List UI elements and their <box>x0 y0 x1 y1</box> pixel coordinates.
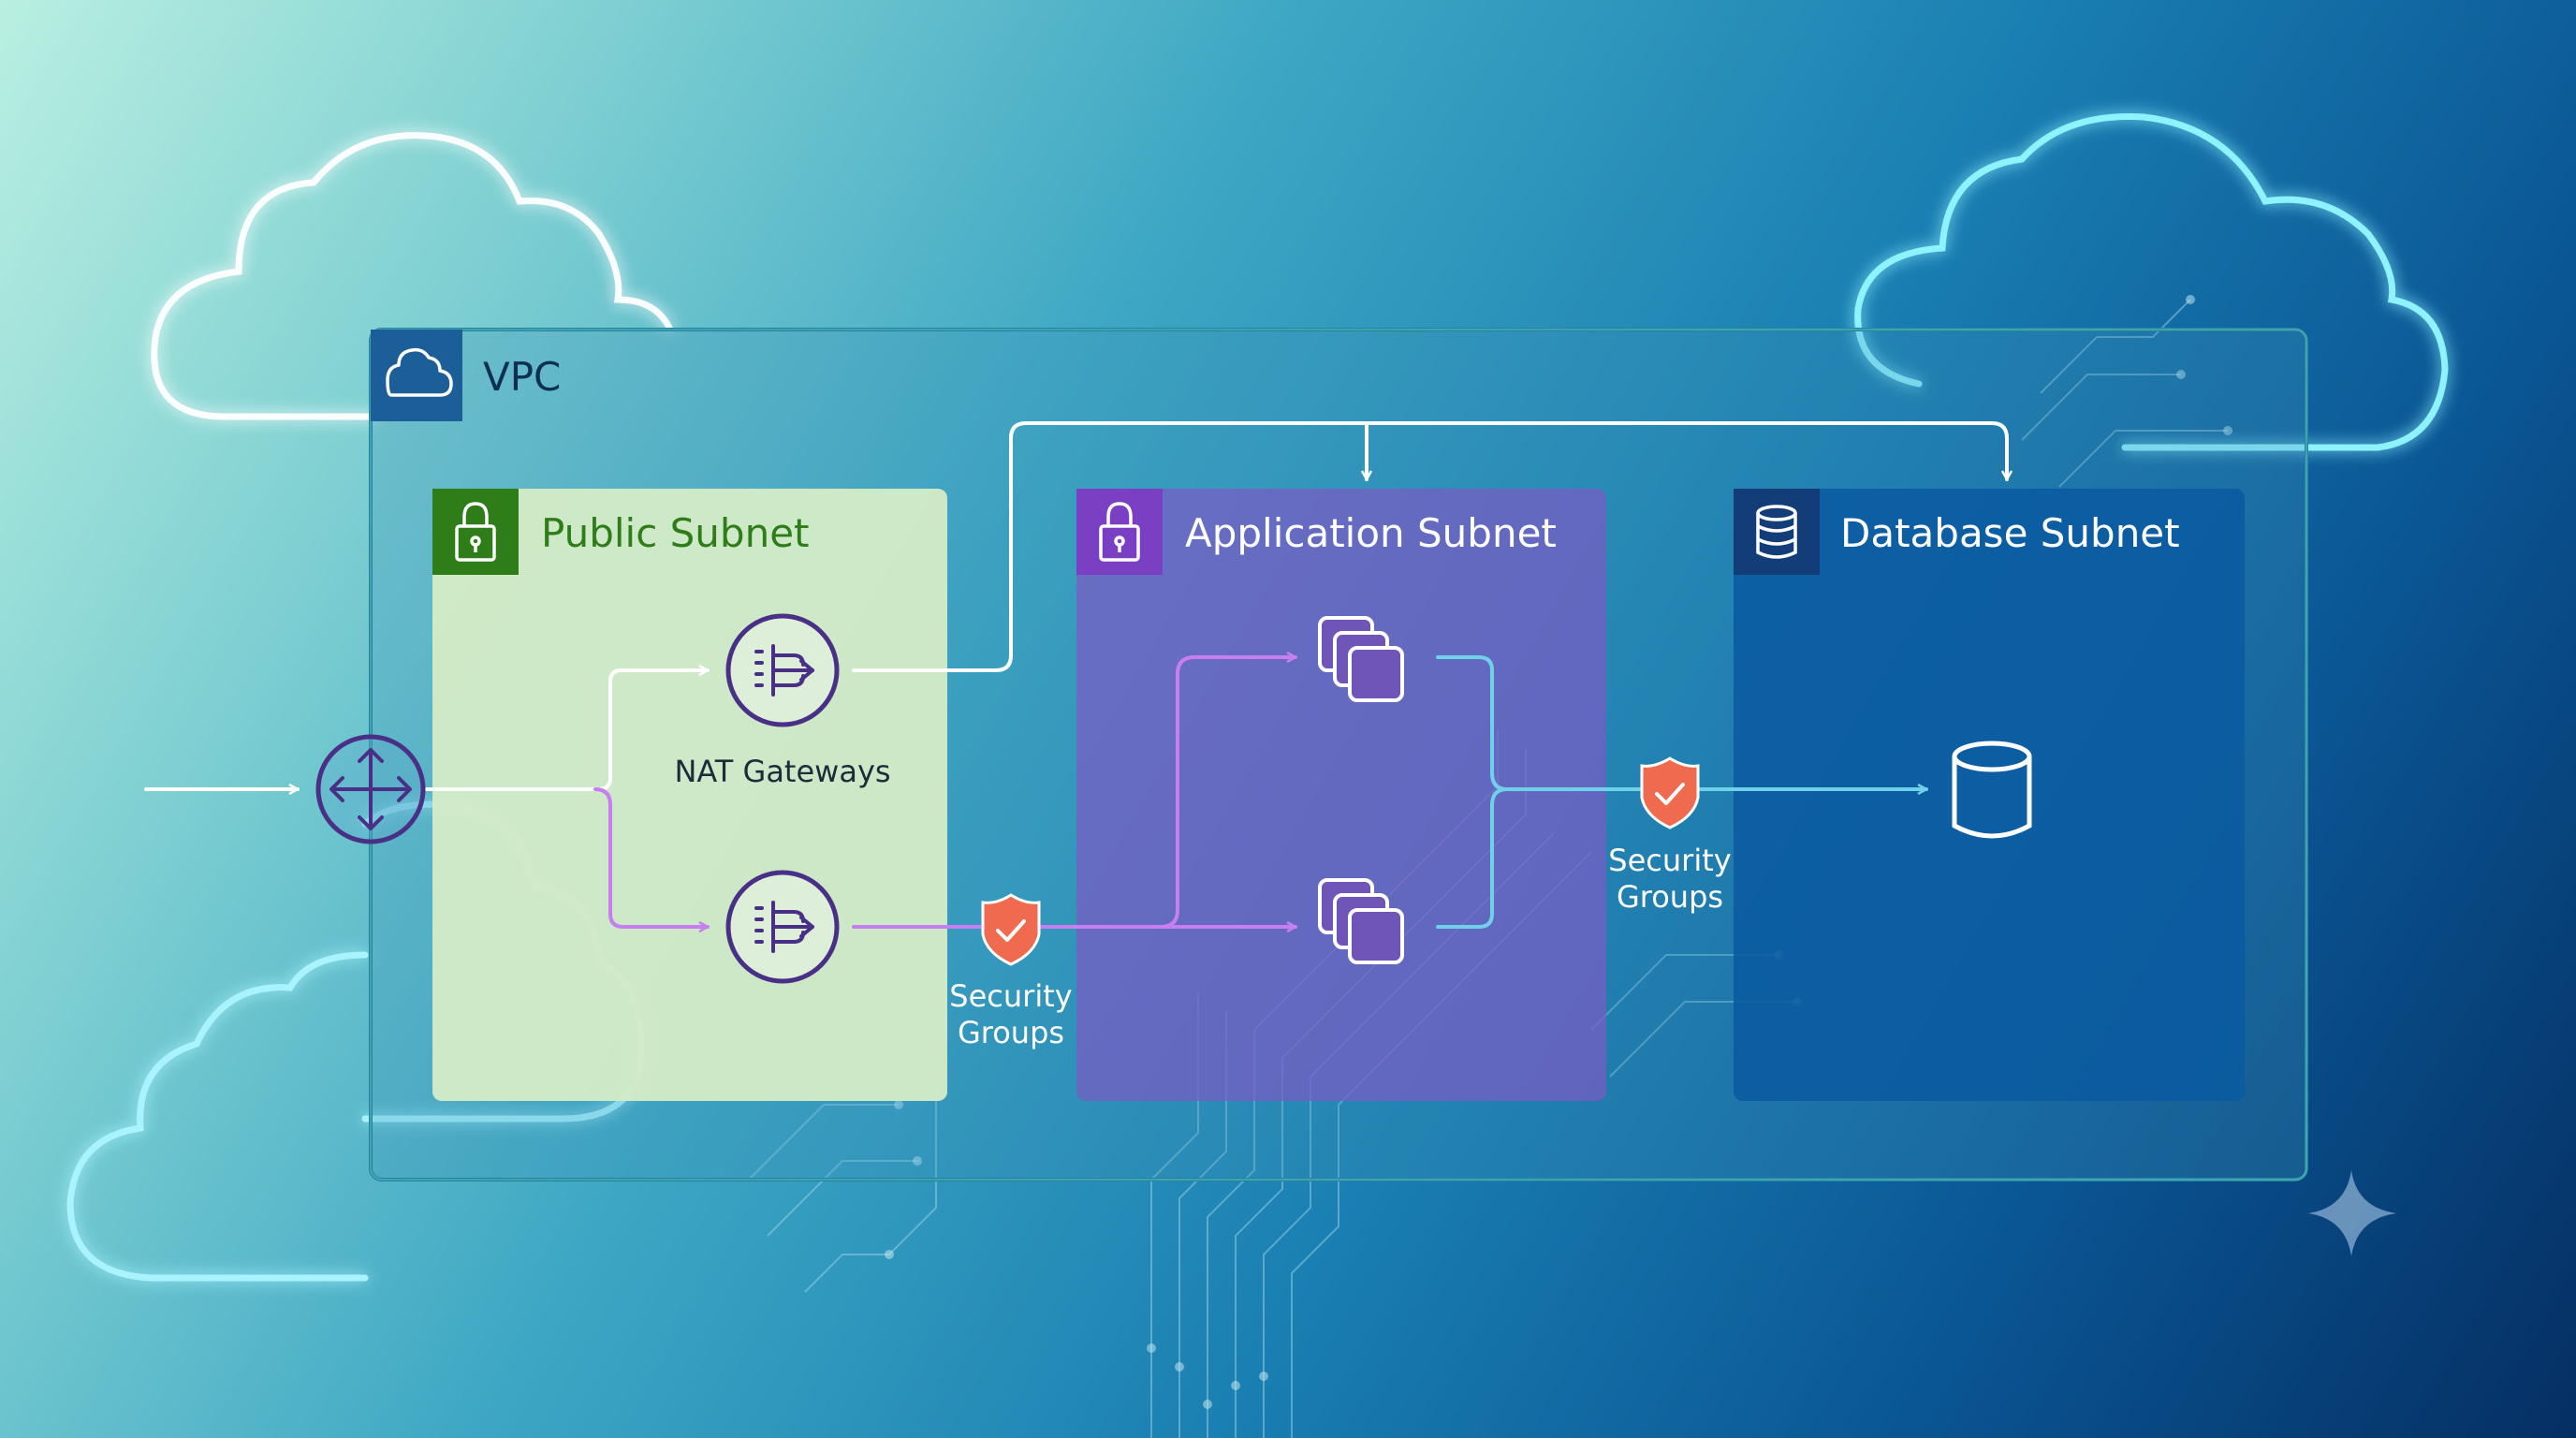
security-group-label-line2: Groups <box>958 1015 1064 1050</box>
database-cylinder-icon <box>1952 741 2032 839</box>
flow-arrow-router-to-nat-2 <box>593 787 710 927</box>
flow-arrow-app-to-db-2 <box>1436 787 1509 929</box>
vpc-title: VPC <box>483 354 561 400</box>
flow-arrow-app-branch <box>1159 657 1297 929</box>
sparkle-icon <box>2308 1170 2396 1256</box>
public-subnet-title: Public Subnet <box>541 510 810 556</box>
router-node <box>315 734 426 844</box>
database-icon <box>1756 505 1797 559</box>
public-subnet-icon-badge <box>432 489 519 575</box>
app-instances-1 <box>1318 616 1404 702</box>
app-instances-2 <box>1318 878 1404 964</box>
security-group-label-line1: Security <box>1608 843 1731 878</box>
application-subnet-title: Application Subnet <box>1185 510 1557 556</box>
database-subnet-title: Database Subnet <box>1840 510 2180 556</box>
flow-lines <box>144 421 2007 929</box>
nat-gateways-label: NAT Gateways <box>674 754 890 789</box>
application-subnet-icon-badge <box>1076 489 1163 575</box>
cloud-decoration-top-right <box>1854 113 2449 451</box>
flow-arrow-router-to-nat-1 <box>425 670 710 791</box>
shield-check-icon <box>981 893 1041 966</box>
nat-gateway-icon <box>754 644 814 697</box>
security-group-2: Security Groups <box>1608 756 1732 915</box>
lock-icon <box>455 502 496 562</box>
database-subnet: Database Subnet <box>1734 489 2245 1101</box>
nat-gateway-2 <box>725 870 840 984</box>
flow-arrow-app-to-db-1 <box>1436 655 1509 791</box>
flow-arrow-nat-to-internet <box>852 421 2007 672</box>
shield-check-icon <box>1640 756 1700 829</box>
security-group-1: Security Groups <box>949 893 1073 1050</box>
public-subnet: Public Subnet <box>432 489 947 1101</box>
lock-icon <box>1099 502 1140 562</box>
instances-icon <box>1318 878 1404 964</box>
cloud-decoration-top-left <box>151 132 673 420</box>
security-group-label-line1: Security <box>949 978 1072 1014</box>
nat-gateway-1 <box>725 613 840 727</box>
cloud-icon <box>386 347 453 397</box>
instances-icon <box>1318 616 1404 702</box>
application-subnet: Application Subnet <box>1076 489 1606 1101</box>
router-icon <box>329 748 412 830</box>
security-group-label-line2: Groups <box>1617 879 1723 915</box>
nat-gateway-icon <box>754 901 814 953</box>
database-node <box>1952 741 2032 839</box>
